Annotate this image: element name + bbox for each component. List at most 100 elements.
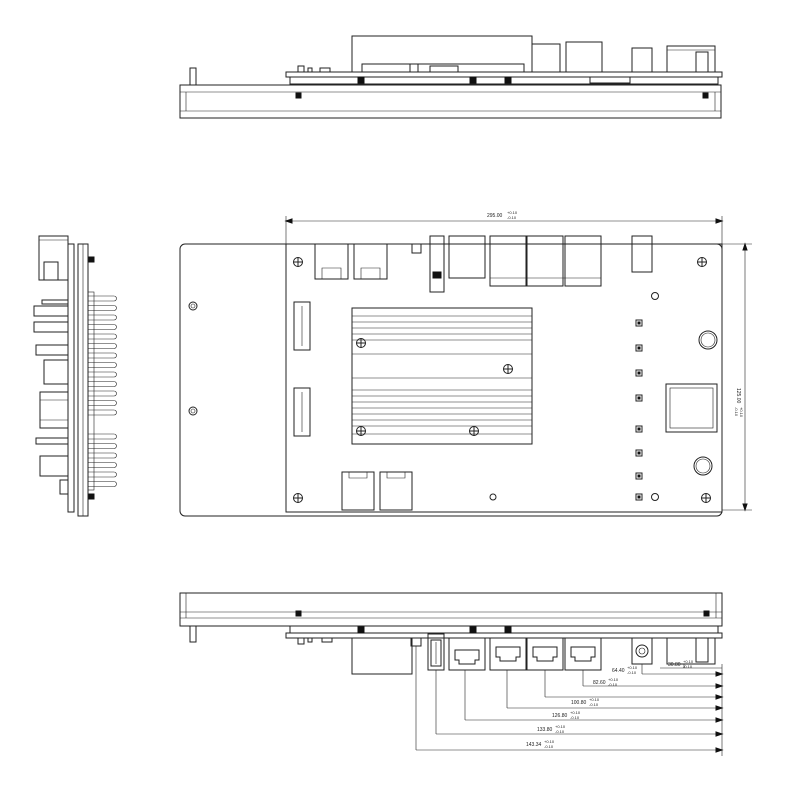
top-connector-b bbox=[565, 41, 603, 73]
top-base-plate bbox=[179, 84, 722, 119]
dim-tol-upper-82: +0.10 bbox=[608, 677, 619, 682]
bottom-standoff bbox=[189, 625, 197, 643]
side-heatsink-fin bbox=[88, 371, 117, 378]
bottom-pcb bbox=[285, 632, 723, 639]
top-pad-1 bbox=[295, 92, 302, 99]
plan-rj45-4 bbox=[564, 235, 602, 287]
plan-fiducial-3 bbox=[651, 493, 659, 501]
plan-power-jack bbox=[631, 235, 653, 273]
dim-tol-lower-30: -0.10 bbox=[683, 664, 693, 669]
top-connector-c bbox=[631, 47, 653, 73]
plan-height-tol-upper: +0.10 bbox=[739, 407, 744, 418]
dim-value-126: 126.80 bbox=[552, 713, 568, 719]
side-heatsink-fin bbox=[88, 314, 117, 321]
top-heatsink bbox=[351, 35, 533, 73]
side-connector-2 bbox=[33, 305, 69, 317]
plan-connector-usb-2 bbox=[353, 243, 388, 280]
top-edge-view bbox=[179, 35, 723, 119]
side-heatsink-fin bbox=[88, 481, 117, 487]
dim-label-30: 30.80 +0.10 -0.10 bbox=[668, 659, 694, 669]
screw-bl bbox=[293, 493, 303, 503]
bottom-power-jack bbox=[631, 637, 653, 665]
dim-label-126: 126.80 +0.10 -0.10 bbox=[552, 710, 581, 720]
bottom-offset-dimensions bbox=[415, 646, 724, 756]
side-connector-3 bbox=[35, 344, 69, 356]
plan-usb-vertical bbox=[429, 235, 445, 293]
plan-connector-bottom-2 bbox=[379, 471, 413, 511]
side-heatsink-fin bbox=[88, 443, 117, 449]
dim-label-64: 64.40 +0.10 -0.10 bbox=[612, 665, 638, 675]
dim-value-100: 100.80 bbox=[571, 700, 587, 706]
dim-label-143: 143.34 +0.10 -0.10 bbox=[526, 739, 555, 749]
bottom-rj45-2 bbox=[489, 637, 527, 671]
side-heatsink-fins bbox=[87, 291, 117, 491]
dim-tol-upper-100: +0.10 bbox=[589, 697, 600, 702]
top-connector-d bbox=[666, 45, 716, 73]
bottom-rj45-1 bbox=[448, 637, 486, 671]
bottom-edge-view: 64.40 +0.10 -0.10 30.80 +0.10 -0.10 82.6… bbox=[179, 592, 724, 756]
plan-connector-usb-1 bbox=[314, 243, 349, 280]
side-heatsink-fin bbox=[88, 343, 117, 349]
plan-led-column bbox=[635, 319, 643, 501]
side-view bbox=[33, 235, 117, 517]
bottom-rj45-4 bbox=[564, 637, 602, 671]
top-standoff bbox=[189, 67, 197, 86]
plan-led bbox=[411, 243, 422, 254]
dim-value-64: 64.40 bbox=[612, 668, 625, 674]
dim-value-143: 143.34 bbox=[526, 742, 542, 748]
dim-tol-upper-126: +0.10 bbox=[570, 710, 581, 715]
dim-tol-lower-126: -0.10 bbox=[570, 715, 580, 720]
plan-rj45-1 bbox=[448, 235, 486, 279]
bottom-base-plate bbox=[179, 592, 723, 627]
dim-label-82: 82.60 +0.10 -0.10 bbox=[593, 677, 619, 687]
bottom-heatsink bbox=[351, 637, 413, 675]
plan-base-plate bbox=[179, 243, 723, 517]
side-heatsink-fin bbox=[88, 462, 117, 468]
side-heatsink-fin bbox=[88, 352, 117, 359]
screw-tl bbox=[293, 257, 303, 267]
plan-slot-1 bbox=[293, 301, 311, 351]
dim-tol-lower-133: -0.10 bbox=[555, 729, 565, 734]
top-pcb-under bbox=[289, 76, 719, 85]
side-heatsink-base bbox=[87, 291, 95, 491]
dim-tol-lower-64: -0.10 bbox=[627, 670, 637, 675]
top-pcb bbox=[285, 71, 723, 78]
dim-value-82: 82.60 bbox=[593, 680, 606, 686]
bottom-usb bbox=[427, 633, 445, 671]
bottom-connector-d bbox=[666, 637, 716, 665]
plan-pcb bbox=[285, 243, 723, 513]
dim-label-133: 133.80 +0.10 -0.10 bbox=[537, 724, 566, 734]
side-pcb bbox=[67, 243, 75, 513]
bottom-pcb-upper bbox=[289, 625, 719, 634]
side-heatsink-fin bbox=[88, 471, 117, 478]
bottom-rj45-3 bbox=[526, 637, 564, 671]
side-connector-5 bbox=[39, 455, 69, 477]
screw-br bbox=[701, 493, 711, 503]
dim-tol-upper-143: +0.10 bbox=[544, 739, 555, 744]
plan-height-value: 125.00 bbox=[735, 388, 741, 404]
top-pad-2 bbox=[702, 92, 709, 99]
plan-height-dimension: 125.00 +0.10 -0.10 bbox=[722, 242, 752, 512]
plan-slot-2 bbox=[293, 387, 311, 437]
side-heatsink-fin bbox=[88, 324, 117, 330]
side-heatsink-fin bbox=[88, 452, 117, 459]
plan-fiducial-2 bbox=[651, 292, 659, 300]
top-connector-a bbox=[531, 43, 561, 73]
plan-heatsink bbox=[351, 307, 533, 445]
screw-tr bbox=[697, 257, 707, 267]
side-heatsink-fin bbox=[88, 433, 117, 440]
plan-chip bbox=[665, 383, 718, 433]
dim-tol-lower-82: -0.10 bbox=[608, 682, 618, 687]
side-heatsink-fin bbox=[88, 295, 117, 302]
dim-value-133: 133.80 bbox=[537, 727, 553, 733]
dim-tol-lower-100: -0.10 bbox=[589, 702, 599, 707]
plan-connector-bottom-1 bbox=[341, 471, 375, 511]
dim-label-100: 100.80 +0.10 -0.10 bbox=[571, 697, 600, 707]
side-heatsink-fin bbox=[88, 333, 117, 340]
plan-height-tol-lower: -0.10 bbox=[734, 407, 739, 417]
base-hole-1 bbox=[188, 301, 198, 311]
plan-rj45-3 bbox=[526, 235, 564, 287]
dim-tol-upper-133: +0.10 bbox=[555, 724, 566, 729]
